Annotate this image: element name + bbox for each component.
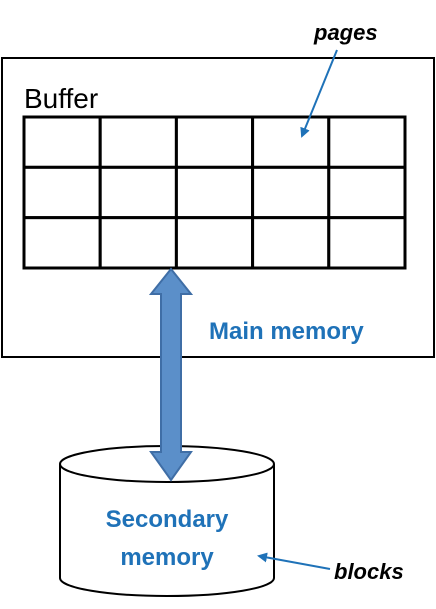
secondary-memory-label-line1: Secondary	[106, 506, 229, 533]
buffer-page-cell	[174, 216, 255, 270]
secondary-memory-label-line2: memory	[120, 544, 214, 571]
buffer-page-cell	[251, 115, 331, 169]
buffer-label: Buffer	[24, 83, 98, 114]
buffer-page-cell	[251, 165, 331, 220]
buffer-page-cell	[98, 115, 178, 169]
buffer-page-cell	[22, 216, 102, 270]
buffer-page-cell	[22, 165, 102, 220]
buffer-page-cell	[98, 165, 178, 220]
buffer-page-cell	[174, 115, 255, 169]
transfer-double-arrow	[148, 267, 194, 482]
blocks-pointer-arrow	[257, 552, 331, 570]
buffer-page-cell	[327, 165, 407, 220]
pages-pointer-arrow	[300, 49, 338, 138]
main-memory-label: Main memory	[209, 318, 364, 345]
buffer-grid	[22, 115, 407, 270]
buffer-page-cell	[251, 216, 331, 270]
cylinder-body	[59, 464, 275, 597]
buffer-page-cell	[22, 115, 102, 169]
pages-label: pages	[313, 20, 378, 45]
buffer-page-cell	[327, 115, 407, 169]
buffer-page-cell	[98, 216, 178, 270]
buffer-page-cell	[327, 216, 407, 270]
blocks-label: blocks	[334, 559, 404, 584]
buffer-page-cell	[174, 165, 255, 220]
